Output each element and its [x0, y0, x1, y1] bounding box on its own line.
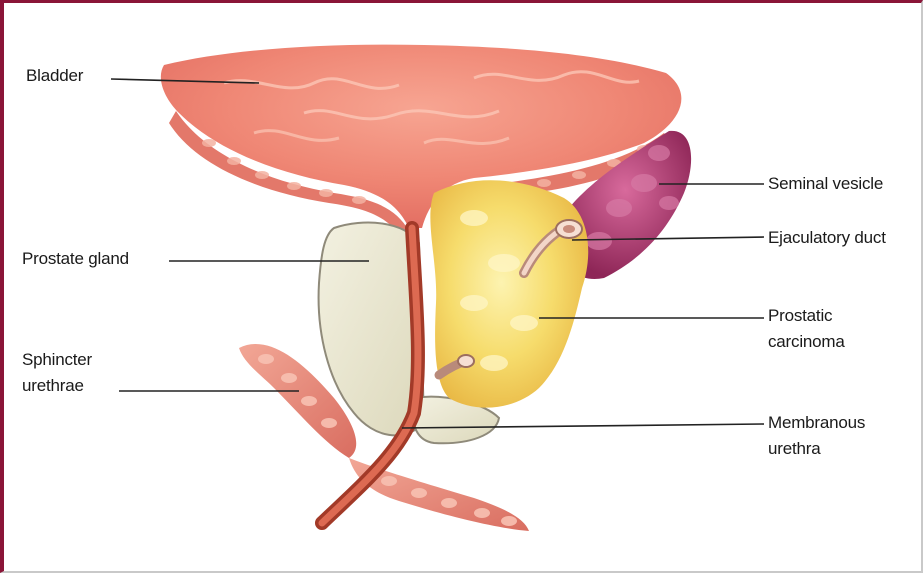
prostate-anatomy-illustration [4, 3, 921, 571]
label-bladder: Bladder [26, 63, 83, 89]
label-membranous-urethra: Membranous urethra [768, 410, 865, 462]
carcinoma-shape [430, 180, 588, 407]
label-sphincter-urethrae: Sphincter urethrae [22, 347, 92, 399]
label-prostatic-carcinoma: Prostatic carcinoma [768, 303, 845, 355]
label-prostate-gland: Prostate gland [22, 246, 129, 272]
label-seminal-vesicle: Seminal vesicle [768, 171, 883, 197]
label-ejaculatory-duct: Ejaculatory duct [768, 225, 886, 251]
